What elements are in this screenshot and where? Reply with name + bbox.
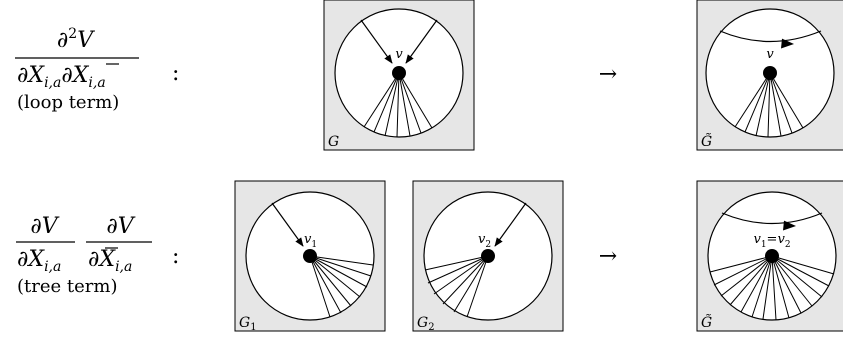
leg bbox=[309, 255, 331, 318]
graph-panel-G: v G bbox=[323, 0, 475, 151]
loop-edge-arrowhead bbox=[783, 220, 796, 231]
tree-frac2-numerator: ∂V bbox=[106, 214, 135, 239]
leg bbox=[384, 72, 400, 137]
leg bbox=[398, 72, 411, 137]
corner-label: G bbox=[328, 134, 339, 150]
leg bbox=[309, 255, 352, 307]
leg bbox=[396, 72, 400, 138]
leg bbox=[771, 255, 835, 275]
corner-label: G̃ bbox=[701, 132, 712, 150]
external-legs bbox=[709, 255, 835, 321]
leg bbox=[771, 255, 830, 287]
leg bbox=[427, 255, 489, 284]
vertex-label: v2 bbox=[478, 232, 491, 250]
leg bbox=[767, 72, 771, 138]
leg bbox=[433, 255, 489, 295]
leg bbox=[769, 72, 804, 129]
leg bbox=[720, 255, 773, 297]
vertex-label: v1=v2 bbox=[753, 232, 790, 250]
leg bbox=[309, 255, 368, 288]
half-edge-out bbox=[360, 19, 393, 64]
leg bbox=[453, 255, 489, 313]
leg bbox=[769, 72, 782, 137]
loop-denominator: ∂Xi,a∂Xi,a bbox=[17, 63, 106, 91]
leg bbox=[734, 72, 771, 128]
leg bbox=[713, 255, 773, 286]
leg bbox=[751, 255, 773, 318]
leg bbox=[363, 72, 400, 128]
tree-frac1-numerator: ∂V bbox=[30, 214, 59, 239]
loop-term-formula: ∂2V ∂Xi,a∂Xi,a (loop term) : bbox=[15, 26, 179, 113]
loop-numerator: ∂2V bbox=[57, 26, 95, 53]
leg bbox=[771, 255, 777, 321]
loop-edge-arrowhead bbox=[781, 38, 794, 49]
leg bbox=[771, 255, 802, 314]
vertex-label: v bbox=[395, 47, 403, 62]
half-edge-in bbox=[405, 19, 438, 64]
leg bbox=[740, 255, 773, 313]
tree-term-row: ∂V ∂Xi,a ∂V ∂Xi,a (tree term) : bbox=[16, 180, 843, 333]
leg bbox=[744, 72, 771, 133]
loop-edge bbox=[721, 212, 823, 225]
tree-caption: (tree term) bbox=[17, 276, 117, 297]
loop-edge bbox=[719, 30, 822, 43]
vertex-label: v bbox=[766, 47, 774, 62]
corner-label: G2 bbox=[417, 315, 435, 333]
vertex bbox=[392, 66, 406, 80]
loop-term-row: ∂2V ∂Xi,a∂Xi,a (loop term) : v bbox=[15, 0, 843, 151]
leg bbox=[373, 72, 400, 133]
leg bbox=[755, 72, 771, 137]
tree-frac1-denominator: ∂Xi,a bbox=[17, 247, 61, 275]
leg bbox=[309, 255, 361, 298]
leg bbox=[398, 72, 422, 134]
half-edge-in bbox=[494, 202, 527, 247]
tree-frac2-denominator: ∂Xi,a bbox=[88, 247, 132, 275]
external-legs bbox=[363, 72, 433, 138]
leg bbox=[442, 255, 489, 305]
loop-caption: (loop term) bbox=[17, 92, 119, 113]
graph-panel-G1: v1 G1 bbox=[234, 180, 386, 333]
leg bbox=[309, 255, 372, 277]
leg bbox=[398, 72, 433, 129]
leg bbox=[729, 255, 773, 306]
corner-label: G1 bbox=[239, 315, 257, 333]
external-legs bbox=[424, 255, 489, 318]
loop-colon: : bbox=[172, 61, 179, 86]
half-edge-out bbox=[271, 202, 304, 247]
leg bbox=[771, 255, 790, 319]
leg bbox=[466, 255, 489, 318]
tree-arrow: → bbox=[599, 244, 617, 269]
leg bbox=[771, 255, 813, 307]
vertex bbox=[763, 66, 777, 80]
external-legs bbox=[309, 255, 374, 318]
graph-panel-G-tilde-loop: v G̃ bbox=[696, 0, 843, 151]
vertex-label: v1 bbox=[304, 232, 317, 250]
leg bbox=[771, 255, 823, 298]
leg bbox=[769, 72, 793, 134]
corner-label: G̃ bbox=[701, 313, 712, 331]
tree-term-formula: ∂V ∂Xi,a ∂V ∂Xi,a (tree term) : bbox=[16, 214, 179, 297]
graph-panel-G-tilde-tree: v1=v2 G̃ bbox=[696, 180, 843, 332]
vertex bbox=[481, 249, 495, 263]
tree-colon: : bbox=[172, 244, 179, 269]
loop-arrow: → bbox=[599, 62, 617, 87]
leg bbox=[424, 255, 489, 271]
graph-panel-G2: v2 G2 bbox=[412, 180, 564, 333]
leg bbox=[762, 255, 773, 320]
external-legs bbox=[734, 72, 804, 138]
leg bbox=[309, 255, 374, 266]
vertex bbox=[765, 249, 779, 263]
leg bbox=[309, 255, 342, 314]
leg bbox=[709, 255, 773, 273]
vertex bbox=[303, 249, 317, 263]
